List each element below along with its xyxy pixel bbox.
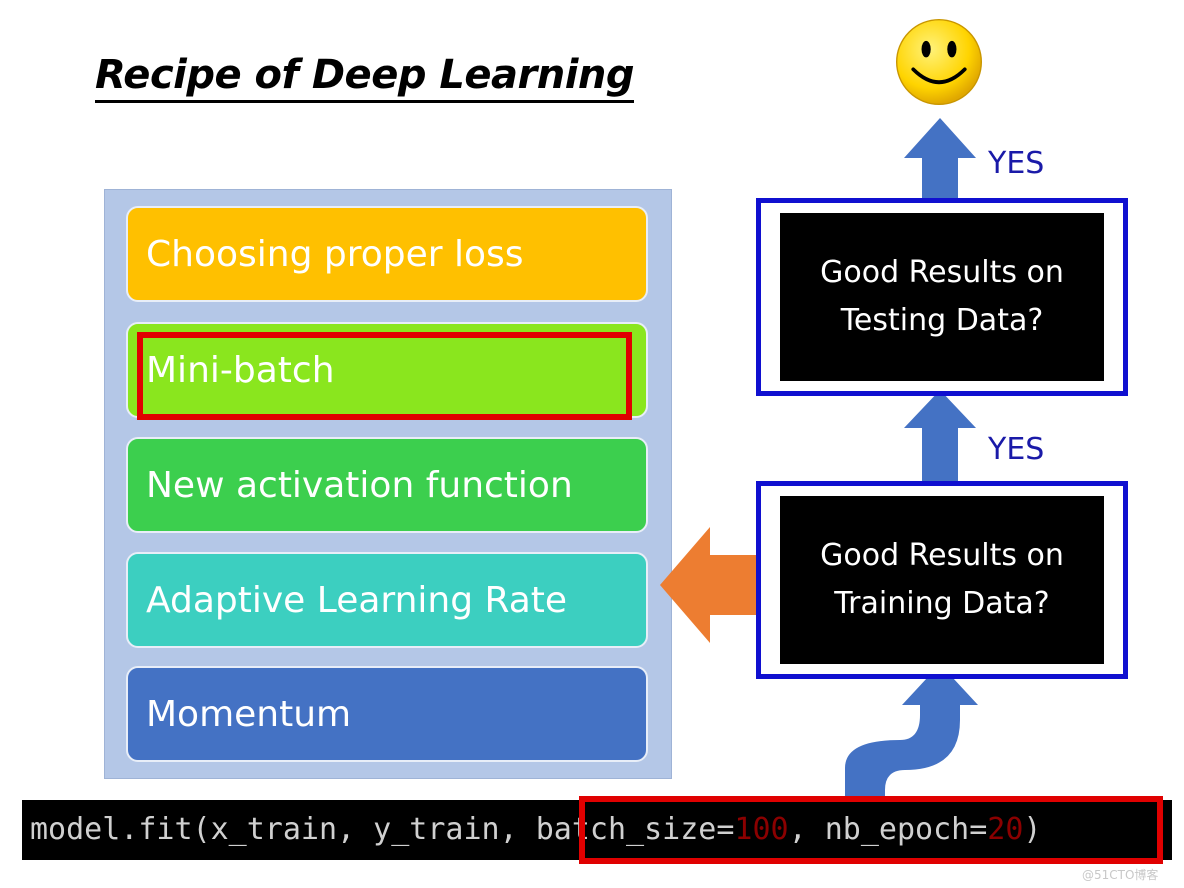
recipe-item-loss: Choosing proper loss	[126, 206, 648, 302]
code-separator: ,	[788, 812, 825, 847]
recipe-item-label: Momentum	[146, 693, 352, 735]
recipe-item-momentum: Momentum	[126, 666, 648, 762]
recipe-item-mini-batch: Mini-batch	[126, 322, 648, 418]
yes-label-top: YES	[988, 146, 1045, 181]
code-batch-label: batch_size=	[535, 812, 735, 847]
watermark: @51CTO博客	[1082, 868, 1159, 882]
code-epoch-value: 20	[987, 812, 1024, 847]
testing-question-line1: Good Results on	[820, 255, 1064, 290]
arrow-left-to-recipe	[660, 527, 778, 643]
training-data-box: Good Results on Training Data?	[756, 481, 1128, 679]
code-batch-value: 100	[734, 812, 789, 847]
smiley-face-icon	[895, 18, 983, 106]
recipe-item-label: Mini-batch	[146, 349, 335, 391]
testing-data-box: Good Results on Testing Data?	[756, 198, 1128, 396]
testing-question-line2: Testing Data?	[840, 303, 1044, 338]
arrow-curve-to-training	[845, 664, 978, 800]
code-snippet-bar	[22, 800, 1172, 860]
arrow-up-to-testing	[904, 390, 976, 490]
recipe-item-label: Adaptive Learning Rate	[146, 579, 568, 621]
slide-title: Recipe of Deep Learning	[95, 52, 635, 103]
code-epoch-label: nb_epoch=	[824, 812, 988, 847]
code-suffix: )	[1023, 812, 1042, 847]
yes-label-middle: YES	[988, 432, 1045, 467]
code-highlight-box	[579, 796, 1163, 864]
training-question-line2: Training Data?	[834, 586, 1050, 621]
recipe-item-learning-rate: Adaptive Learning Rate	[126, 552, 648, 648]
recipe-item-label: Choosing proper loss	[146, 233, 524, 275]
mini-batch-highlight-box	[137, 332, 632, 420]
training-question-line1: Good Results on	[820, 538, 1064, 573]
recipe-item-activation: New activation function	[126, 437, 648, 533]
code-snippet: model.fit(x_train, y_train, batch_size=1…	[30, 808, 1041, 852]
arrow-up-to-smiley	[904, 118, 976, 212]
recipe-item-label: New activation function	[146, 464, 573, 506]
code-prefix: model.fit(x_train, y_train,	[30, 812, 536, 847]
